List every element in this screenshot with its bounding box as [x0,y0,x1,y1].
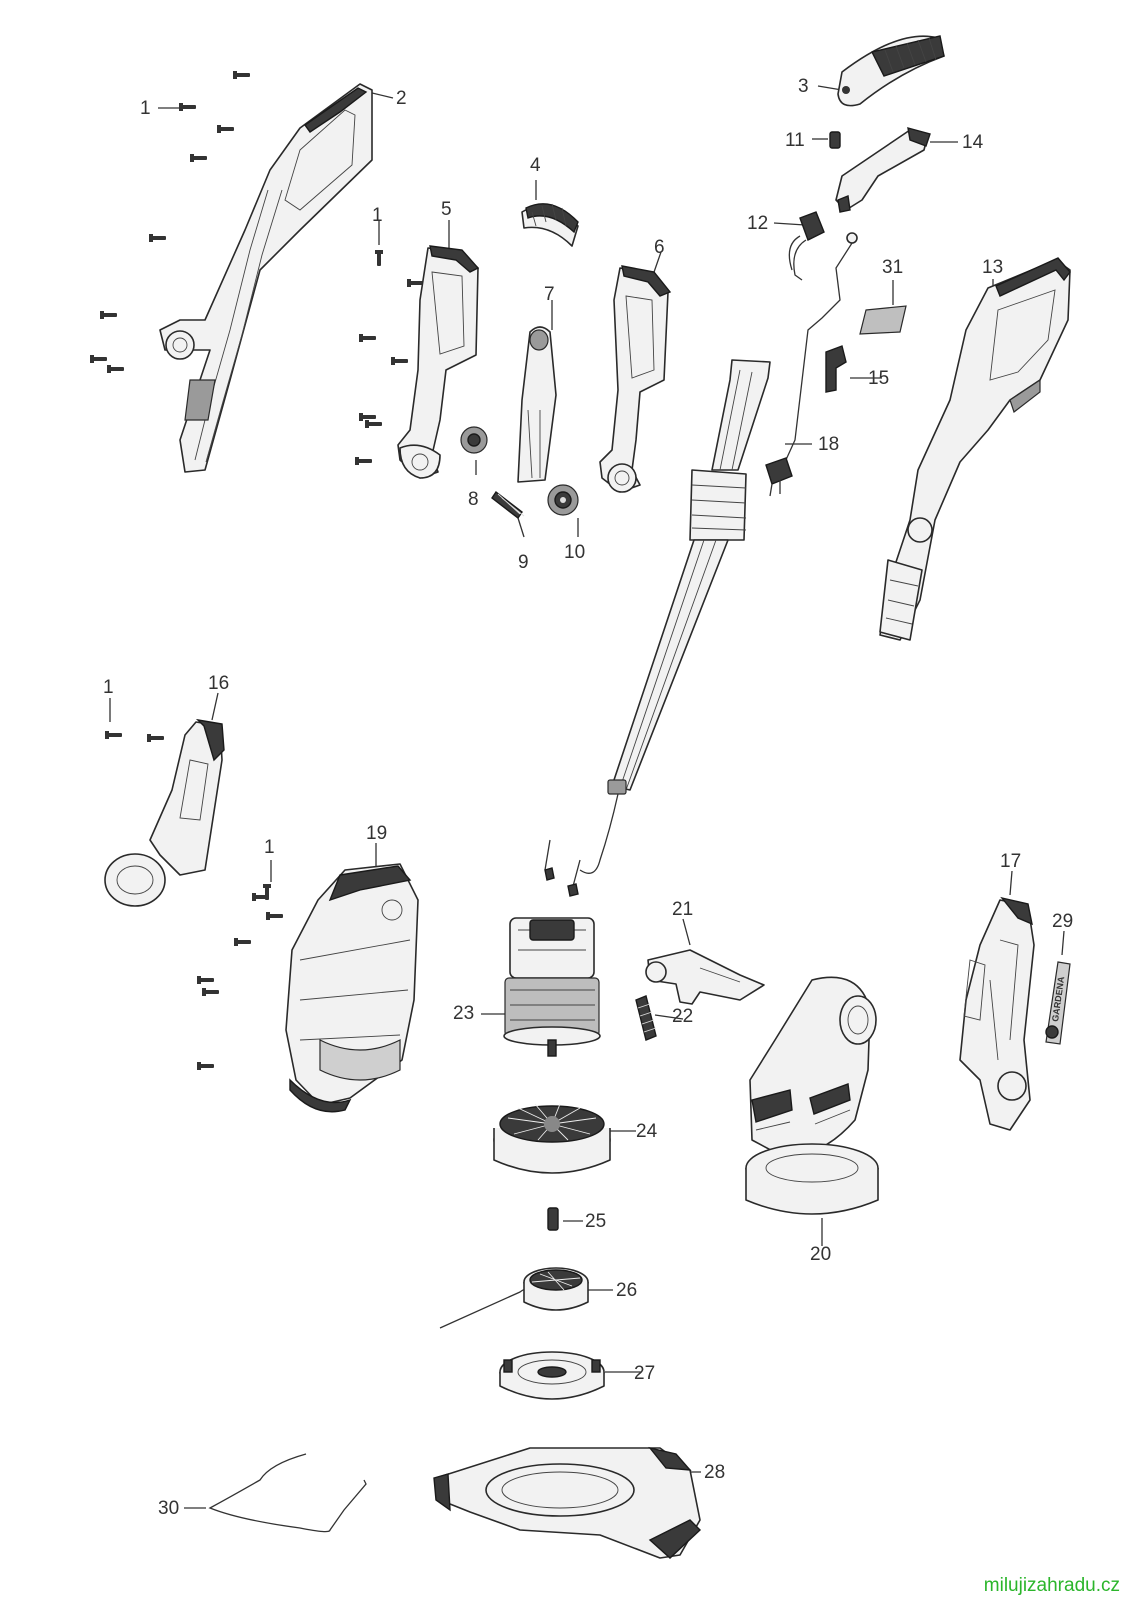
callout-label-18: 18 [818,434,840,455]
part-5-handle-shell [397,245,480,479]
callout-label-1: 1 [264,837,275,858]
part-3-grip-cover [837,35,945,107]
part-15-clip [825,345,847,393]
callout-label-3: 3 [798,76,809,97]
part-31-label [859,305,907,335]
callout-label-8: 8 [468,489,479,510]
part-20-trimmer-housing [745,976,879,1215]
part-12-switch-cable [788,211,825,281]
callout-label-20: 20 [810,1244,832,1265]
part-21-lever [645,949,765,1005]
callout-label-25: 25 [585,1211,607,1232]
part-19-motor-housing-half [285,863,419,1113]
callout-label-9: 9 [518,552,529,573]
callout-label-31: 31 [882,257,904,278]
part-11-spring [829,131,841,149]
part-8-gear [460,426,488,454]
callout-label-29: 29 [1052,911,1074,932]
callout-label-22: 22 [672,1006,694,1027]
part-16-side-cover [104,718,225,907]
callout-label-23: 23 [453,1003,475,1024]
part-30-wire-bracket [208,1453,367,1533]
callout-label-12: 12 [747,213,769,234]
part-7-trigger-slider [517,326,557,483]
callout-label-19: 19 [366,823,388,844]
part-18-plug-cable [765,232,858,497]
callout-label-7: 7 [544,284,555,305]
screw-icons [90,71,424,1070]
part-22-spring [635,995,657,1041]
callout-label-5: 5 [441,199,452,220]
callout-label-6: 6 [654,237,665,258]
part-17-side-cover-right [959,896,1035,1131]
part-10-gear-wheel [547,484,579,516]
callout-label-1: 1 [103,677,114,698]
part-13-handle-outer [879,257,1071,641]
shaft-assembly [579,359,771,874]
part-29-logo-badge: GARDENA [1045,961,1071,1045]
callout-label-1: 1 [372,205,383,226]
part-23-motor [503,839,601,1057]
part-14-switch-lever [835,127,931,213]
callout-label-28: 28 [704,1462,726,1483]
part-27-spool-cap [499,1351,605,1400]
part-24-fan [493,1103,611,1174]
part-26-spool [439,1267,589,1329]
part-6-handle-shell [599,265,672,493]
callout-label-24: 24 [636,1121,658,1142]
callout-label-13: 13 [982,257,1004,278]
part-2-handle-left-half [159,83,373,473]
callout-label-30: 30 [158,1498,180,1519]
part-25-spring [547,1207,559,1231]
callout-label-4: 4 [530,155,541,176]
part-9-spring [491,490,525,520]
callout-label-17: 17 [1000,851,1022,872]
callout-label-14: 14 [962,132,984,153]
callout-label-27: 27 [634,1363,656,1384]
watermark-text: milujizahradu.cz [983,1575,1120,1596]
callout-label-1: 1 [140,98,151,119]
callout-label-11: 11 [785,130,805,151]
part-4-grip-pad [521,203,579,247]
callout-label-10: 10 [564,542,586,563]
callout-label-16: 16 [208,673,230,694]
callout-label-2: 2 [396,88,407,109]
callout-label-15: 15 [868,368,890,389]
part-28-guard [433,1446,702,1559]
callout-label-26: 26 [616,1280,638,1301]
callout-label-21: 21 [672,899,694,920]
